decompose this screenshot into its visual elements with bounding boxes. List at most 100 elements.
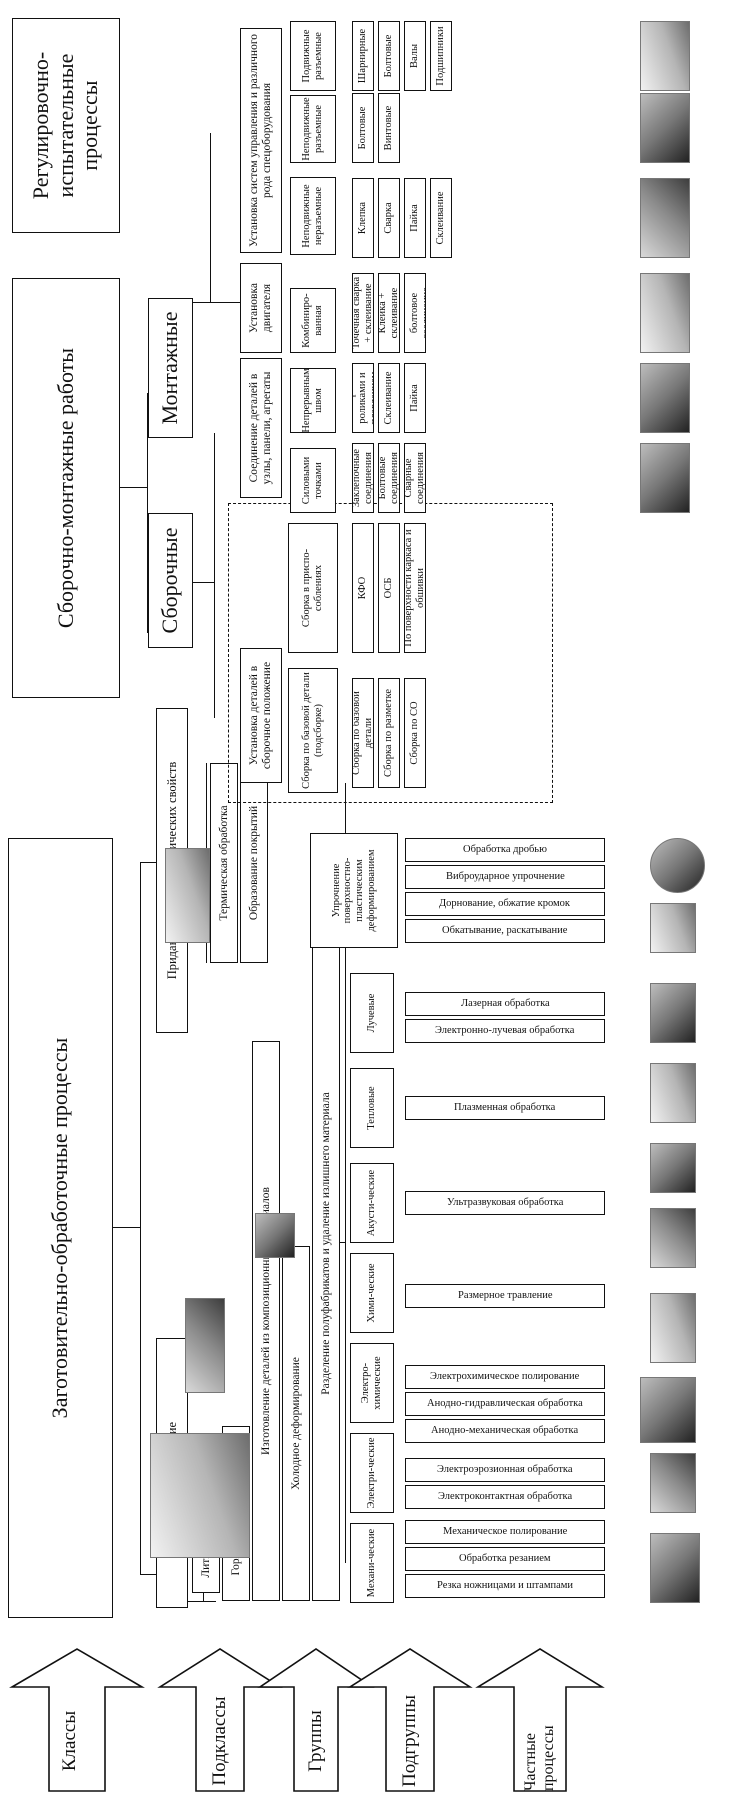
subgroup-him: Хими-ческие xyxy=(350,1253,394,1333)
connector xyxy=(188,1600,216,1602)
process-photo xyxy=(640,93,690,163)
process-nerazem-3: Склеивание xyxy=(430,178,452,258)
arrow-label-subclasses: Подклассы xyxy=(209,1696,230,1786)
subgroup-prisp: Сборка в приспо-соблениях xyxy=(288,523,338,653)
subgroup-nepodrazem: Неподвижные разъемные xyxy=(290,95,336,163)
process-el-0: Электроконтактная обработка xyxy=(405,1485,605,1509)
process-podvrazem-3: Подшипники xyxy=(430,21,452,91)
subgroup-akust: Акусти-ческие xyxy=(350,1163,394,1243)
process-podvrazem-0: Шарнирные xyxy=(352,21,374,91)
subgroup-luch: Лучевые xyxy=(350,973,394,1053)
class-zagot: Заготовительно-обработочные процессы xyxy=(8,838,113,1618)
group-razd: Разделение полуфабрикатов и удаление изл… xyxy=(312,886,340,1601)
arrow-shape-private-processes xyxy=(475,1648,605,1792)
subgroup-komb: Комбиниро-ванная xyxy=(290,288,336,353)
connector xyxy=(140,863,142,1575)
process-photo xyxy=(650,903,696,953)
class-sborochno: Сборочно-монтажные работы xyxy=(12,278,120,698)
process-upr-1: Дорнование, обжатие кромок xyxy=(405,892,605,916)
process-photo xyxy=(640,443,690,513)
connector xyxy=(113,1226,141,1228)
process-meh-2: Механическое полирование xyxy=(405,1520,605,1544)
process-podvrazem-2: Валы xyxy=(404,21,426,91)
process-nepr-1: Склеивание xyxy=(378,363,400,433)
process-upr-0: Обкатывание, раскатывание xyxy=(405,919,605,943)
process-nerazem-2: Пайка xyxy=(404,178,426,258)
process-bazov-0: Сборка по базовой детали xyxy=(352,678,374,788)
process-komb-1: Клейка + склеивание xyxy=(378,273,400,353)
process-photo xyxy=(650,983,696,1043)
connector xyxy=(193,581,215,583)
group-hol: Холодное деформирование xyxy=(282,1246,310,1601)
kompoz-photo xyxy=(255,1213,295,1258)
process-tepl-0: Плазменная обработка xyxy=(405,1096,605,1120)
subgroup-bazov: Сборка по базовой детали (подсборке) xyxy=(288,668,338,793)
gor-photo xyxy=(185,1298,225,1393)
subgroup-silov: Силовыми точками xyxy=(290,448,336,513)
process-nepr-0: Сварка роликами и плавлением xyxy=(352,363,374,433)
process-photo xyxy=(650,1533,700,1603)
group-kompoz: Изготовление деталей из композиционных м… xyxy=(252,1041,280,1601)
subgroup-elhim: Электро-химические xyxy=(350,1343,394,1423)
process-podvrazem-1: Болтовые xyxy=(378,21,400,91)
process-meh-1: Обработка резанием xyxy=(405,1547,605,1571)
process-him-0: Размерное травление xyxy=(405,1284,605,1308)
process-prisp-2: По поверхности каркаса и обшивки xyxy=(404,523,426,653)
subgroup-tepl: Тепловые xyxy=(350,1068,394,1148)
process-elhim-1: Анодно-гидравлическая обработка xyxy=(405,1392,605,1416)
process-prisp-1: ОСБ xyxy=(378,523,400,653)
subgroup-meh: Механи-ческие xyxy=(350,1523,394,1603)
process-photo xyxy=(650,1143,696,1193)
process-silov-2: Сварные соединения xyxy=(404,443,426,513)
process-photo xyxy=(640,273,690,353)
connector xyxy=(210,133,212,303)
process-nepodrazem-1: Винтовые xyxy=(378,93,400,163)
process-photo xyxy=(650,1208,696,1268)
process-akust-0: Ультразвуковая обработка xyxy=(405,1191,605,1215)
process-nepr-2: Пайка xyxy=(404,363,426,433)
process-luch-0: Электронно-лучевая обработка xyxy=(405,1019,605,1043)
process-komb-2: Клепано-болтовое соединение xyxy=(404,273,426,353)
process-el-1: Электроэрозионная обработка xyxy=(405,1458,605,1482)
subgroup-el: Электри-ческие xyxy=(350,1433,394,1513)
process-photo xyxy=(650,1293,696,1363)
subclass-montazh: Монтажные xyxy=(148,298,193,438)
subgroup-nepr: Непрерывным швом xyxy=(290,368,336,433)
process-photo xyxy=(640,363,690,433)
arrow-label-classes: Классы xyxy=(59,1710,80,1772)
process-upr-2: Виброударное упрочнение xyxy=(405,865,605,889)
arrow-shape-classes xyxy=(9,1648,145,1792)
subgroup-nerazem: Неподвижные неразъемные xyxy=(290,177,336,255)
process-photo xyxy=(650,1063,696,1123)
subgroup-upr: Упрочнение поверхностно-пластическим деф… xyxy=(310,833,398,948)
process-elhim-0: Анодно-механическая обработка xyxy=(405,1419,605,1443)
connector xyxy=(193,301,240,303)
arrow-label-groups: Группы xyxy=(305,1710,326,1772)
connector xyxy=(340,1241,346,1243)
connector xyxy=(140,861,156,863)
group-sistem: Установка систем управления и различного… xyxy=(240,28,282,253)
arrow-shape-subclasses xyxy=(157,1648,283,1792)
process-prisp-0: КФО xyxy=(352,523,374,653)
process-photo xyxy=(650,838,705,893)
group-dvig: Установка двигателя xyxy=(240,263,282,353)
arrow-label-subgroups: Подгруппы xyxy=(399,1695,420,1787)
process-nerazem-0: Клепка xyxy=(352,178,374,258)
subclass-sboroch: Сборочные xyxy=(148,513,193,648)
process-photo xyxy=(640,21,690,91)
subgroup-podvrazem: Подвижные разъемные xyxy=(290,21,336,91)
process-photo xyxy=(650,1453,696,1513)
connector xyxy=(120,486,147,488)
connector xyxy=(214,433,216,718)
process-nepodrazem-0: Болтовые xyxy=(352,93,374,163)
arrow-label-private-processes: Частные процессы xyxy=(522,1725,557,1791)
process-photo xyxy=(640,1377,696,1443)
arrow-shape-subgroups xyxy=(347,1648,473,1792)
process-upr-3: Обработка дробью xyxy=(405,838,605,862)
process-nerazem-1: Сварка xyxy=(378,178,400,258)
process-photo xyxy=(640,178,690,258)
process-bazov-1: Сборка по разметке xyxy=(378,678,400,788)
connector xyxy=(140,1573,156,1575)
class-regul: Регулировочно-испытательные процессы xyxy=(12,18,120,233)
